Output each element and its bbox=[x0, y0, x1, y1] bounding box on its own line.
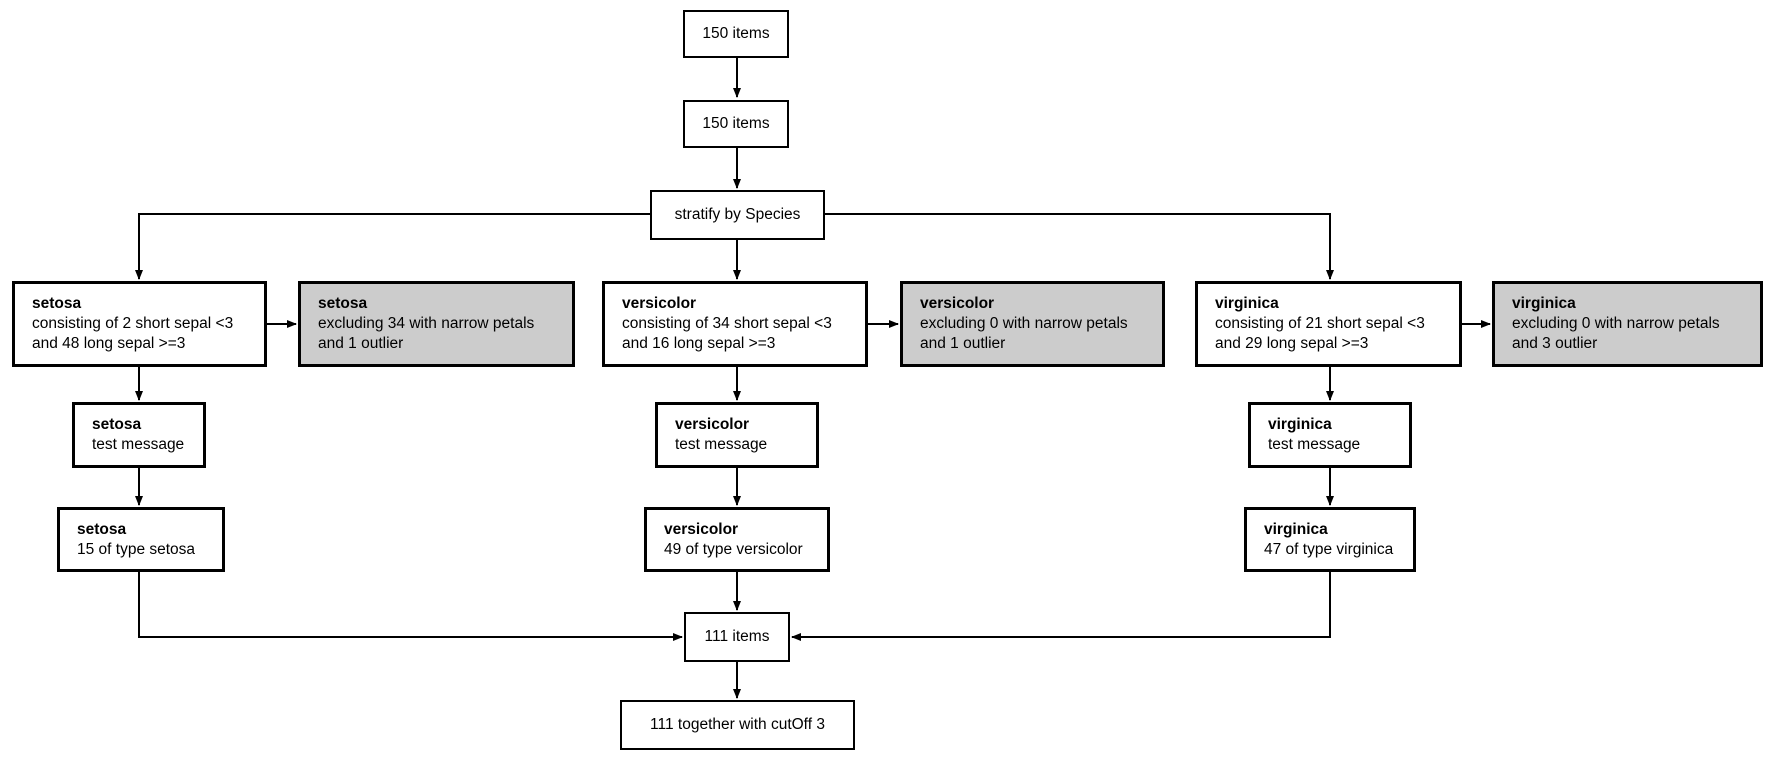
node-virginica-test: virginica test message bbox=[1248, 402, 1412, 468]
node-source: 150 items bbox=[683, 10, 789, 58]
edge-setosa-to-merge bbox=[138, 572, 683, 641]
node-line: test message bbox=[1268, 436, 1361, 453]
node-line: and 3 outlier bbox=[1512, 335, 1598, 352]
node-title: setosa bbox=[92, 416, 142, 433]
node-label: 150 items bbox=[702, 115, 770, 132]
node-line: and 16 long sepal >=3 bbox=[622, 335, 776, 352]
edge-virginica-to-merge bbox=[791, 572, 1331, 641]
node-versicolor-count: versicolor 49 of type versicolor bbox=[644, 507, 830, 572]
node-label: 150 items bbox=[702, 25, 770, 42]
node-line: 49 of type versicolor bbox=[664, 540, 803, 558]
edge-stratify-to-virginica bbox=[825, 213, 1334, 280]
node-title: versicolor bbox=[920, 295, 995, 312]
node-end: 111 together with cutOff 3 bbox=[620, 700, 855, 750]
node-title: versicolor bbox=[622, 295, 697, 312]
node-line: consisting of 34 short sepal <3 bbox=[622, 315, 832, 332]
node-versicolor-test: versicolor test message bbox=[655, 402, 819, 468]
node-line: 47 of type virginica bbox=[1264, 540, 1394, 558]
node-title: setosa bbox=[77, 520, 127, 538]
node-line: and 1 outlier bbox=[920, 335, 1006, 352]
node-stratify: stratify by Species bbox=[650, 190, 825, 240]
node-title: versicolor bbox=[664, 520, 739, 538]
node-versicolor-exclude: versicolor excluding 0 with narrow petal… bbox=[900, 281, 1165, 367]
node-label: 111 items bbox=[704, 628, 770, 645]
node-versicolor-main: versicolor consisting of 34 short sepal … bbox=[602, 281, 868, 367]
node-filtered: 150 items bbox=[683, 100, 789, 148]
node-title: virginica bbox=[1268, 416, 1332, 433]
node-line: excluding 0 with narrow petals bbox=[920, 315, 1128, 332]
node-line: and 1 outlier bbox=[318, 335, 404, 352]
node-line: and 29 long sepal >=3 bbox=[1215, 335, 1369, 352]
node-title: setosa bbox=[32, 295, 82, 312]
node-virginica-count: virginica 47 of type virginica bbox=[1244, 507, 1416, 572]
node-setosa-count: setosa 15 of type setosa bbox=[57, 507, 225, 572]
node-setosa-main: setosa consisting of 2 short sepal <3 an… bbox=[12, 281, 267, 367]
node-line: test message bbox=[92, 436, 185, 453]
node-virginica-main: virginica consisting of 21 short sepal <… bbox=[1195, 281, 1462, 367]
node-setosa-exclude: setosa excluding 34 with narrow petals a… bbox=[298, 281, 575, 367]
node-setosa-test: setosa test message bbox=[72, 402, 206, 468]
node-title: setosa bbox=[318, 295, 368, 312]
node-line: 15 of type setosa bbox=[77, 540, 196, 558]
node-line: and 48 long sepal >=3 bbox=[32, 335, 186, 352]
node-line: excluding 34 with narrow petals bbox=[318, 315, 535, 332]
edge-stratify-to-setosa bbox=[135, 213, 650, 280]
node-label: stratify by Species bbox=[674, 206, 801, 223]
node-title: virginica bbox=[1512, 295, 1576, 312]
node-label: 111 together with cutOff 3 bbox=[650, 716, 825, 733]
node-title: virginica bbox=[1264, 520, 1328, 538]
node-line: excluding 0 with narrow petals bbox=[1512, 315, 1720, 332]
node-line: test message bbox=[675, 436, 768, 453]
node-title: virginica bbox=[1215, 295, 1279, 312]
node-line: consisting of 21 short sepal <3 bbox=[1215, 315, 1425, 332]
node-line: consisting of 2 short sepal <3 bbox=[32, 315, 234, 332]
node-title: versicolor bbox=[675, 416, 750, 433]
node-merge: 111 items bbox=[684, 612, 790, 662]
node-virginica-exclude: virginica excluding 0 with narrow petals… bbox=[1492, 281, 1763, 367]
